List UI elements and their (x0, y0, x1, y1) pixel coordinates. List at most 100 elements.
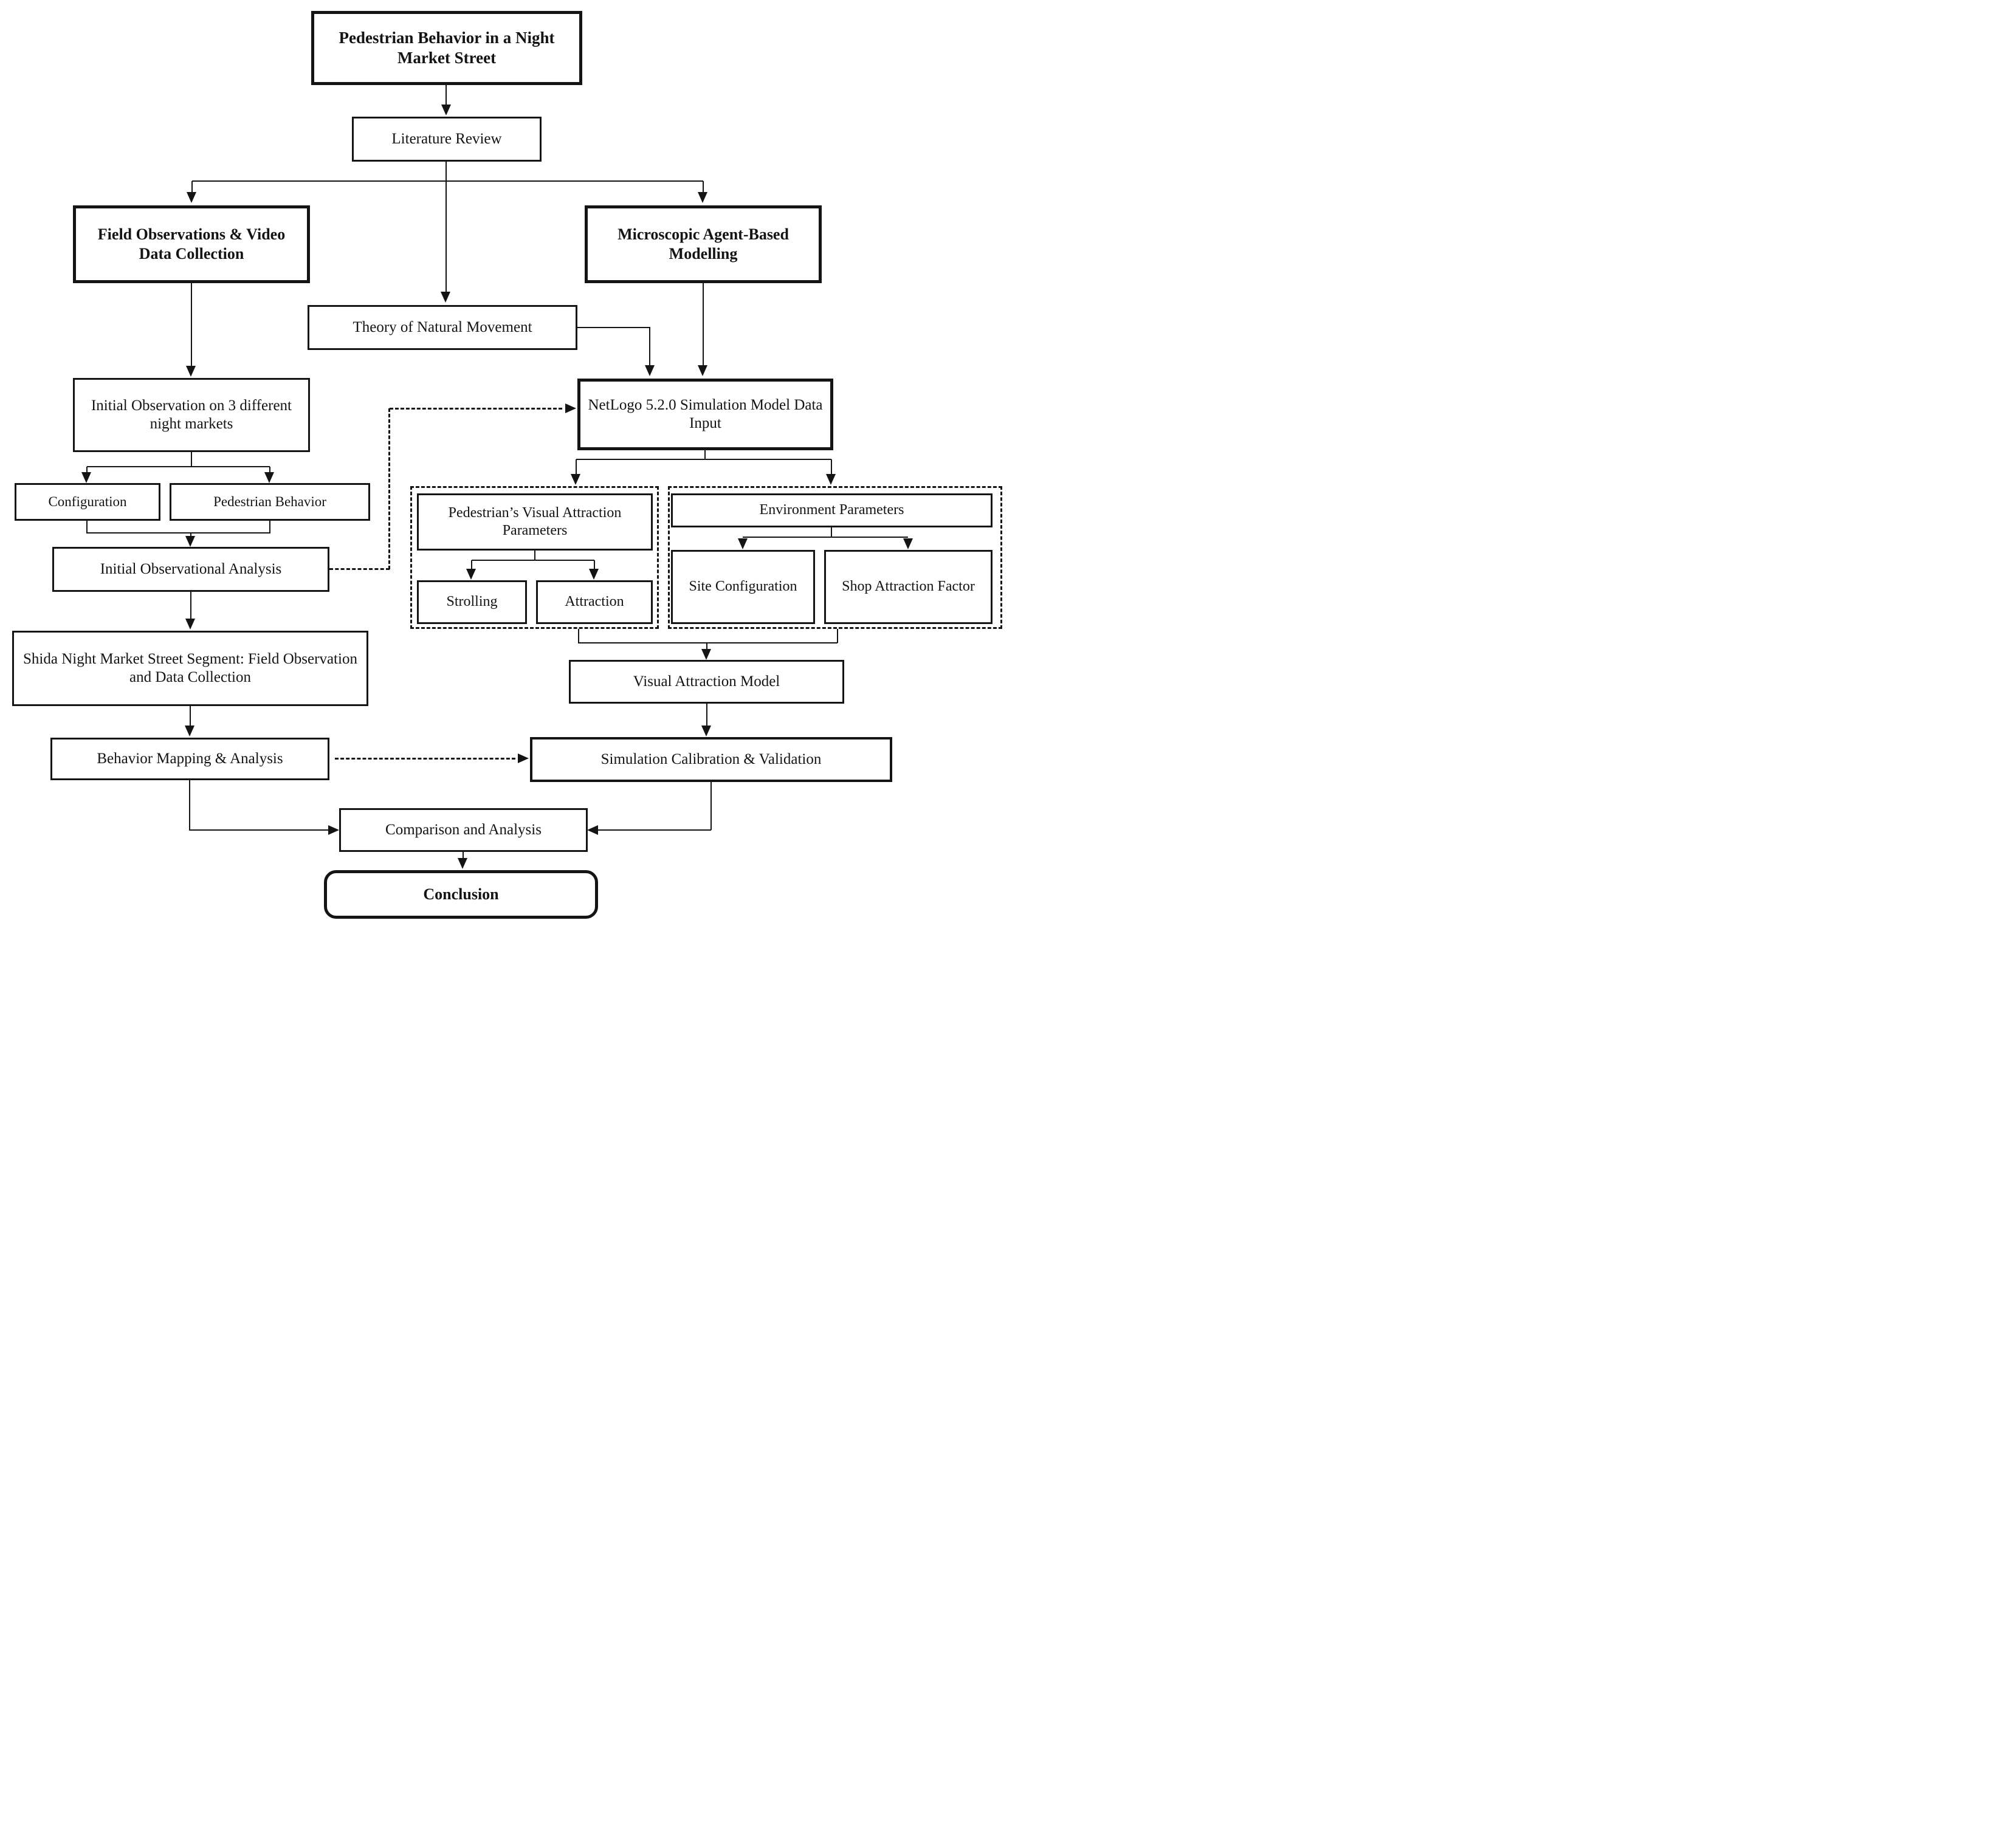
node-pedestrian-behavior-label: Pedestrian Behavior (213, 493, 326, 509)
dashed-connector-ioa-right (329, 568, 390, 570)
connector-micro-netlogo (703, 283, 704, 365)
arrowhead-netlogo-env (826, 474, 836, 485)
arrowhead-theory-netlogo (645, 365, 655, 376)
node-title-label: Pedestrian Behavior in a Night Market St… (339, 29, 555, 67)
connector-branch-to-field-obs (191, 181, 193, 193)
connector-fieldobs-initialobs (191, 283, 192, 366)
connector-comparison-conclusion (463, 852, 464, 859)
node-comparison-and-analysis-label: Comparison and Analysis (385, 821, 542, 838)
arrowhead-ioa-netlogo (565, 403, 576, 413)
connector-initialobs-branch-horizontal (87, 466, 270, 467)
arrowhead-comparison-conclusion (458, 858, 467, 869)
node-attraction: Attraction (536, 580, 653, 624)
connector-literature-theory (446, 181, 447, 293)
container-pedestrian-visual-attraction (410, 486, 659, 629)
connector-pva-branch-horizontal (472, 560, 594, 561)
node-simulation-calibration-validation-label: Simulation Calibration & Validation (600, 750, 822, 767)
connector-theory-netlogo-v (649, 327, 650, 365)
connector-pvacontainer-vam (578, 629, 579, 643)
connector-branch-config (86, 467, 88, 473)
node-field-observations-label: Field Observations & Video Data Collecti… (97, 225, 286, 262)
arrowhead-vam-simcal (701, 726, 711, 736)
container-environment-parameters (668, 486, 1002, 629)
connector-merge-ioa-stub (190, 533, 191, 537)
node-field-observations: Field Observations & Video Data Collecti… (73, 205, 310, 283)
connector-pedbeh-merge (269, 521, 270, 533)
node-literature-review: Literature Review (352, 117, 542, 162)
arrowhead-merge-vam (701, 649, 711, 660)
node-behavior-mapping-analysis-label: Behavior Mapping & Analysis (97, 750, 283, 767)
arrowhead-env-siteconfig (738, 538, 748, 549)
connector-envcontainer-vam (837, 629, 838, 643)
connector-bm-down (189, 780, 190, 830)
node-behavior-mapping-analysis: Behavior Mapping & Analysis (50, 738, 329, 780)
connector-branch-horizontal (192, 180, 703, 182)
dashed-connector-ioa-netlogo (390, 408, 562, 410)
arrowhead-fieldobs-initialobs (186, 366, 196, 377)
node-simulation-calibration-validation: Simulation Calibration & Validation (530, 737, 892, 782)
arrowhead-shida-bm (185, 726, 194, 736)
arrowhead-pva-strolling (466, 569, 476, 580)
flowchart-pedestrian-behavior-night-market: Pedestrian Behavior in a Night Market St… (0, 0, 1008, 923)
node-initial-observational-analysis: Initial Observational Analysis (52, 547, 329, 592)
connector-shida-bm (190, 706, 191, 726)
connector-ioa-shida (190, 592, 191, 619)
connector-branch-pedbeh (269, 467, 270, 473)
node-initial-observational-analysis-label: Initial Observational Analysis (100, 560, 282, 577)
node-initial-observation: Initial Observation on 3 different night… (73, 378, 310, 452)
connector-pva-attraction (594, 560, 595, 569)
arrowhead-merge-ioa (185, 536, 195, 547)
connector-literature-branch (446, 162, 447, 181)
node-environment-parameters: Environment Parameters (671, 493, 993, 527)
node-netlogo-simulation-data-input: NetLogo 5.2.0 Simulation Model Data Inpu… (577, 379, 833, 450)
connector-title-literature (446, 85, 447, 107)
connector-initialobs-branch-stub (191, 452, 192, 467)
node-title: Pedestrian Behavior in a Night Market St… (311, 11, 582, 85)
arrowhead-netlogo-pva (571, 474, 580, 485)
node-literature-review-label: Literature Review (391, 130, 502, 147)
node-conclusion-label: Conclusion (423, 885, 499, 904)
node-microscopic-agent-based-modelling: Microscopic Agent-Based Modelling (585, 205, 822, 283)
arrowhead-title-literature (441, 105, 451, 115)
connector-vam-merge-horizontal (578, 642, 838, 643)
connector-pva-strolling (471, 560, 472, 569)
arrowhead-ioa-shida (185, 619, 195, 630)
node-strolling: Strolling (417, 580, 527, 624)
arrowhead-env-shopattr (903, 538, 913, 549)
node-site-configuration-label: Site Configuration (689, 578, 797, 595)
connector-netlogo-branch-horizontal (576, 459, 831, 460)
arrowhead-bm-simcal (518, 753, 529, 763)
connector-merge-horizontal (86, 532, 270, 534)
node-pedestrian-behavior: Pedestrian Behavior (170, 483, 370, 521)
node-comparison-and-analysis: Comparison and Analysis (339, 808, 588, 852)
arrowhead-literature-theory (441, 292, 450, 303)
node-pedestrians-visual-attraction-parameters-label: Pedestrian’s Visual Attraction Parameter… (448, 504, 622, 538)
arrowhead-branch-pedbeh (264, 472, 274, 483)
arrowhead-micro-netlogo (698, 365, 707, 376)
connector-netlogo-branch-stub (704, 450, 706, 459)
node-netlogo-simulation-data-input-label: NetLogo 5.2.0 Simulation Model Data Inpu… (588, 396, 823, 432)
node-shida-night-market-label: Shida Night Market Street Segment: Field… (23, 650, 357, 686)
node-visual-attraction-model-label: Visual Attraction Model (633, 673, 780, 690)
node-pedestrians-visual-attraction-parameters: Pedestrian’s Visual Attraction Parameter… (417, 493, 653, 551)
connector-env-branch-horizontal (743, 537, 908, 538)
node-strolling-label: Strolling (446, 594, 498, 610)
connector-env-branch-stub (831, 527, 832, 537)
node-shop-attraction-factor-label: Shop Attraction Factor (842, 578, 975, 595)
arrowhead-branch-config (81, 472, 91, 483)
node-theory-of-natural-movement-label: Theory of Natural Movement (353, 318, 532, 335)
node-visual-attraction-model: Visual Attraction Model (569, 660, 844, 704)
connector-netlogo-to-pva (576, 459, 577, 474)
arrowhead-branch-field-obs (187, 192, 196, 203)
connector-vam-merge-stub (706, 643, 707, 650)
node-initial-observation-label: Initial Observation on 3 different night… (91, 397, 292, 433)
dashed-connector-ioa-up (388, 408, 390, 569)
connector-vam-simcal (706, 704, 707, 726)
node-site-configuration: Site Configuration (671, 550, 815, 624)
node-configuration-label: Configuration (48, 493, 127, 509)
node-shop-attraction-factor: Shop Attraction Factor (824, 550, 993, 624)
arrowhead-branch-micro (698, 192, 707, 203)
connector-bm-comparison-h (189, 829, 328, 831)
node-conclusion: Conclusion (324, 870, 598, 919)
node-attraction-label: Attraction (565, 594, 624, 610)
